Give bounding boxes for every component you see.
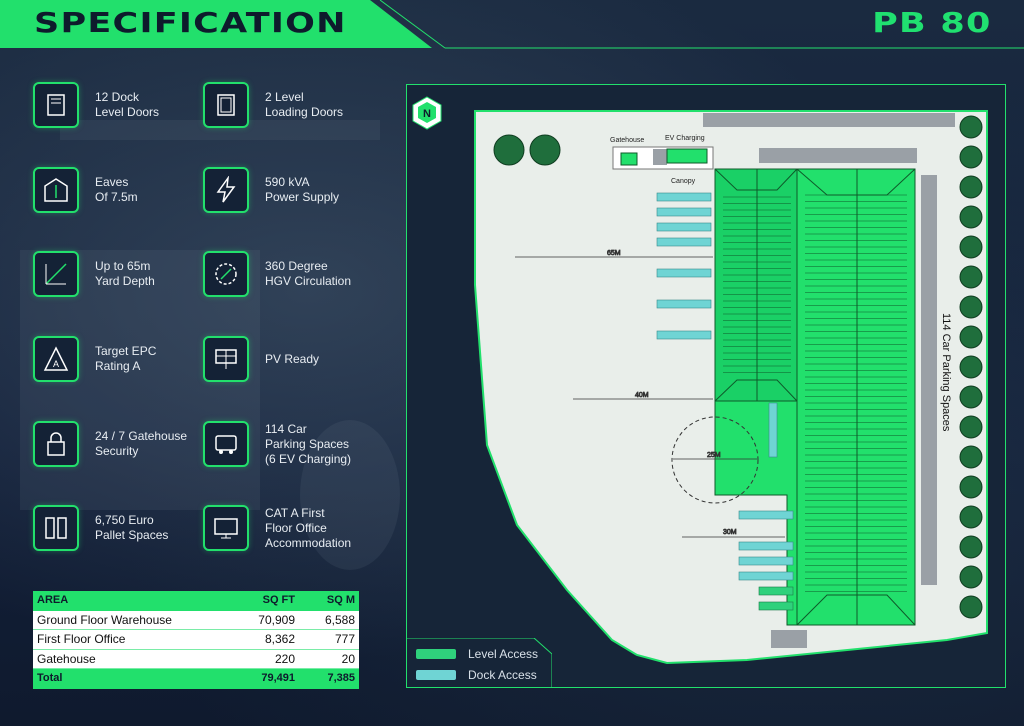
spec-item: 360 Degree HGV Circulation <box>203 251 375 297</box>
spec-label: Up to 65m Yard Depth <box>95 259 155 288</box>
gatehouse-label: Gatehouse <box>610 137 644 144</box>
spec-item: 24 / 7 Gatehouse Security <box>33 421 195 467</box>
spec-label: Eaves Of 7.5m <box>95 175 138 204</box>
level-access-swatch <box>416 649 456 659</box>
svg-text:A: A <box>53 359 59 369</box>
spec-label: CAT A First Floor Office Accommodation <box>265 505 352 550</box>
ev-charging-label: EV Charging <box>665 135 705 142</box>
eaves-height-icon <box>33 167 79 213</box>
spec-item: 6,750 Euro Pallet Spaces <box>33 505 195 551</box>
spec-label: 590 kVA Power Supply <box>265 175 340 204</box>
dim-30-label: 30M <box>723 529 737 536</box>
canopy-label: Canopy <box>671 178 696 185</box>
site-plan: N Gate <box>412 96 988 665</box>
yard-depth-icon <box>33 251 79 297</box>
dock-lorry <box>656 192 712 202</box>
spec-label: 12 Dock Level Doors <box>95 90 160 119</box>
dock-lorry <box>656 222 712 232</box>
header-bar: SPECIFICATION PB 80 <box>0 0 1024 50</box>
spec-item: Eaves Of 7.5m <box>33 167 195 213</box>
spec-item: PV Ready <box>203 336 375 382</box>
table-total-row: Total 79,491 7,385 <box>33 669 359 689</box>
table-row: Gatehouse 220 20 <box>33 649 359 669</box>
monitor-icon <box>203 505 249 551</box>
spec-item: Up to 65m Yard Depth <box>33 251 195 297</box>
spec-label: 2 Level Loading Doors <box>265 90 344 119</box>
dock-lorry <box>656 268 712 278</box>
spec-label: 114 Car Parking Spaces (6 EV Charging) <box>265 421 352 466</box>
dock-lorry <box>656 299 712 309</box>
level-lorry <box>758 586 794 596</box>
padlock-icon <box>33 421 79 467</box>
dim-65-label: 65M <box>607 250 621 257</box>
table-row: Ground Floor Warehouse 70,909 6,588 <box>33 610 359 630</box>
site-plan-panel: N Gate <box>406 84 1006 688</box>
spec-item: A Target EPC Rating A <box>33 336 195 382</box>
spec-label: PV Ready <box>265 351 320 366</box>
epc-rating-icon: A <box>33 336 79 382</box>
dock-lorry <box>656 237 712 247</box>
dock-lorry <box>768 402 778 458</box>
dock-access-swatch <box>416 670 456 680</box>
spec-item: 114 Car Parking Spaces (6 EV Charging) <box>203 421 375 467</box>
table-header: AREA SQ FT SQ M <box>33 591 359 611</box>
spec-label: Target EPC Rating A <box>95 344 157 373</box>
dock-lorry <box>738 556 794 566</box>
spec-item: 590 kVA Power Supply <box>203 167 375 213</box>
area-table: AREA SQ FT SQ M Ground Floor Warehouse 7… <box>33 591 359 689</box>
spec-item: 12 Dock Level Doors <box>33 82 195 128</box>
dock-lorry <box>738 541 794 551</box>
dock-lorry <box>738 510 794 520</box>
pallet-icon <box>33 505 79 551</box>
loading-door-icon <box>203 82 249 128</box>
page-title: SPECIFICATION <box>34 6 347 39</box>
dock-lorry <box>738 571 794 581</box>
level-lorry <box>758 601 794 611</box>
legend: Level Access Dock Access <box>406 638 552 688</box>
circulation-icon <box>203 251 249 297</box>
legend-level-access: Level Access <box>416 647 538 661</box>
dock-door-icon <box>33 82 79 128</box>
lightning-icon <box>203 167 249 213</box>
solar-panel-icon <box>203 336 249 382</box>
property-code: PB 80 <box>872 6 992 39</box>
dock-lorry <box>656 330 712 340</box>
parking-label: 114 Car Parking Spaces <box>940 313 952 432</box>
north-arrow-icon: N <box>412 96 442 130</box>
spec-label: 6,750 Euro Pallet Spaces <box>95 513 169 542</box>
legend-dock-access: Dock Access <box>416 668 537 682</box>
dim-25-label: 25M <box>707 452 721 459</box>
table-row: First Floor Office 8,362 777 <box>33 630 359 650</box>
dim-40-label: 40M <box>635 392 649 399</box>
spec-label: 24 / 7 Gatehouse Security <box>95 429 188 458</box>
dock-lorry <box>656 207 712 217</box>
spec-item: 2 Level Loading Doors <box>203 82 375 128</box>
spec-label: 360 Degree HGV Circulation <box>265 259 352 288</box>
car-icon <box>203 421 249 467</box>
spec-item: CAT A First Floor Office Accommodation <box>203 505 375 551</box>
svg-text:N: N <box>423 108 431 120</box>
